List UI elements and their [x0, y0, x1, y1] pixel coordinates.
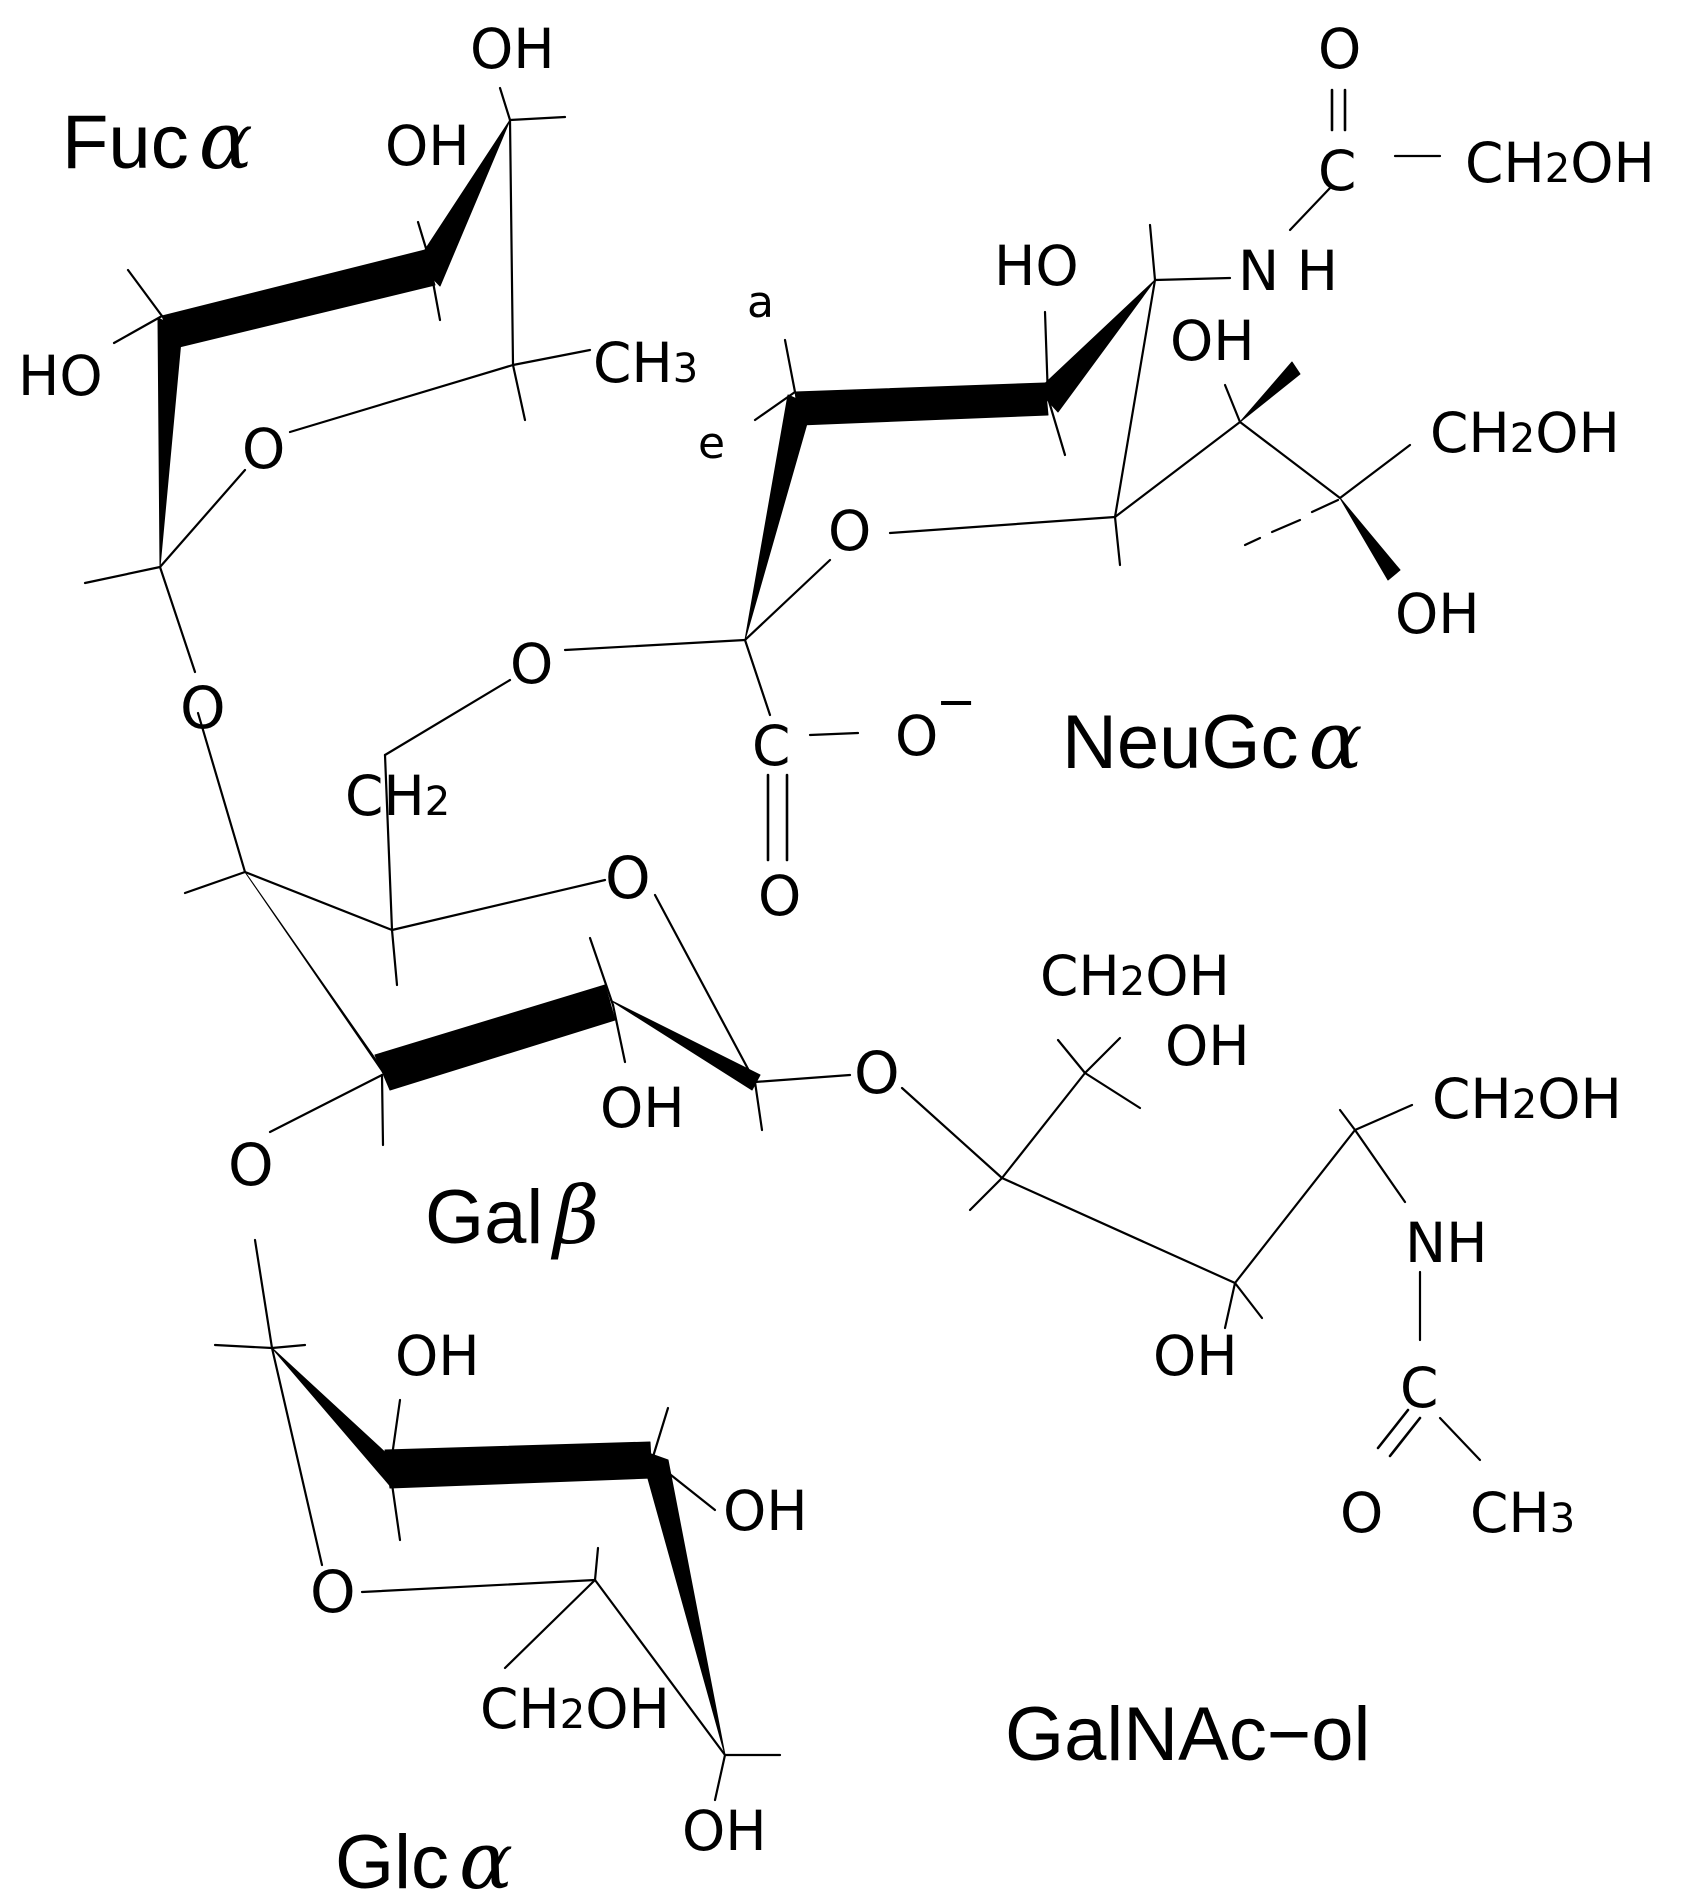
galnacol-nh-label: NH: [1405, 1211, 1488, 1275]
galnacol-oh-lower: OH: [1153, 1324, 1238, 1388]
fuc-ho-label: HO: [18, 344, 103, 408]
glc-ring-bold-bond: [384, 1441, 653, 1489]
axial-marker: a: [747, 277, 774, 328]
neugc-sidechain-oh-top: OH: [1170, 309, 1255, 373]
neugc-carbonyl-oxygen: O: [1318, 17, 1361, 81]
neugc-glycolyl-ch2oh-label: CH2OH: [1465, 131, 1655, 195]
galnacol-ch2oh-right-label: CH2OH: [1432, 1067, 1622, 1131]
neugc-carbonyl-carbon: C: [1318, 139, 1356, 203]
galnacol-ch2oh-top-label: CH2OH: [1040, 944, 1230, 1008]
neugc-ring-wedge-left: [744, 394, 813, 641]
negative-charge: −: [936, 674, 976, 730]
gal-ring-wedge-left: [244, 871, 393, 1087]
neugc-ring-oxygen: O: [828, 499, 871, 563]
neugc-sidechain-oh-bottom: OH: [1395, 582, 1480, 646]
fuc-oh-label: OH: [385, 114, 470, 178]
fuc-ring-oxygen: O: [242, 417, 285, 481]
glc-ch2oh-label: CH2OH: [480, 1677, 670, 1741]
fuc-ring-wedge-upper-right: [416, 119, 511, 287]
neugc-ring-wedge-upper-right: [1037, 279, 1156, 413]
neugc-sidechain-wedge-bottom: [1339, 497, 1401, 581]
fuc-ch3-label: CH3: [593, 331, 698, 395]
galnacol-residue-label: GalNAc−ol: [1005, 1692, 1370, 1777]
glc-oh-top-label: OH: [395, 1324, 480, 1388]
glc-ring-oxygen: O: [310, 1558, 356, 1626]
fuc-gal-linkage-oxygen: O: [180, 674, 226, 742]
galnacol-acetyl-oxygen: O: [1340, 1481, 1383, 1545]
gal-glc-linkage-oxygen: O: [228, 1131, 274, 1199]
galnacol-acetyl-ch3-label: CH3: [1470, 1481, 1575, 1545]
fuc-oh-top-label: OH: [470, 17, 555, 81]
gal-galnac-linkage-oxygen: O: [854, 1039, 900, 1107]
neugc-ho-label: HO: [994, 234, 1079, 298]
neugc-nh-label: N H: [1238, 239, 1338, 303]
gal-ch2-label: CH2: [345, 764, 450, 828]
glc-ring-wedge-left: [271, 1347, 393, 1489]
gal-ring: [183, 711, 852, 1147]
fuc-ring-bold-bond: [161, 249, 436, 349]
fuc-ring-wedge-left: [157, 317, 183, 568]
glc-oh-right-label: OH: [723, 1479, 808, 1543]
neugc-sidechain-wedge-top: [1239, 361, 1301, 423]
gal-oh-label: OH: [600, 1076, 685, 1140]
neugc-carboxyl-oxygen: O: [758, 864, 801, 928]
neugc-ring-bold-bond: [794, 382, 1049, 426]
galnacol-oh-upper: OH: [1165, 1014, 1250, 1078]
equatorial-marker: e: [698, 418, 725, 469]
gal-ring-oxygen: O: [605, 844, 651, 912]
glc-oh-bottom-label: OH: [682, 1799, 767, 1863]
neugc-glycosidic-oxygen: O: [510, 632, 553, 696]
neugc-sidechain-ch2oh-label: CH2OH: [1430, 401, 1620, 465]
gal-ring-bold-bond: [374, 984, 616, 1091]
glc-ring: [213, 1238, 782, 1802]
fuc-ring: [83, 86, 592, 674]
galnacol-acetyl-carbon: C: [1400, 1356, 1438, 1420]
neugc-carboxylate-oxygen: O: [895, 704, 938, 768]
neugc-carboxyl-carbon: C: [752, 714, 790, 778]
galnacol-chain: [900, 1036, 1482, 1462]
neugc-ring: [383, 88, 1442, 932]
